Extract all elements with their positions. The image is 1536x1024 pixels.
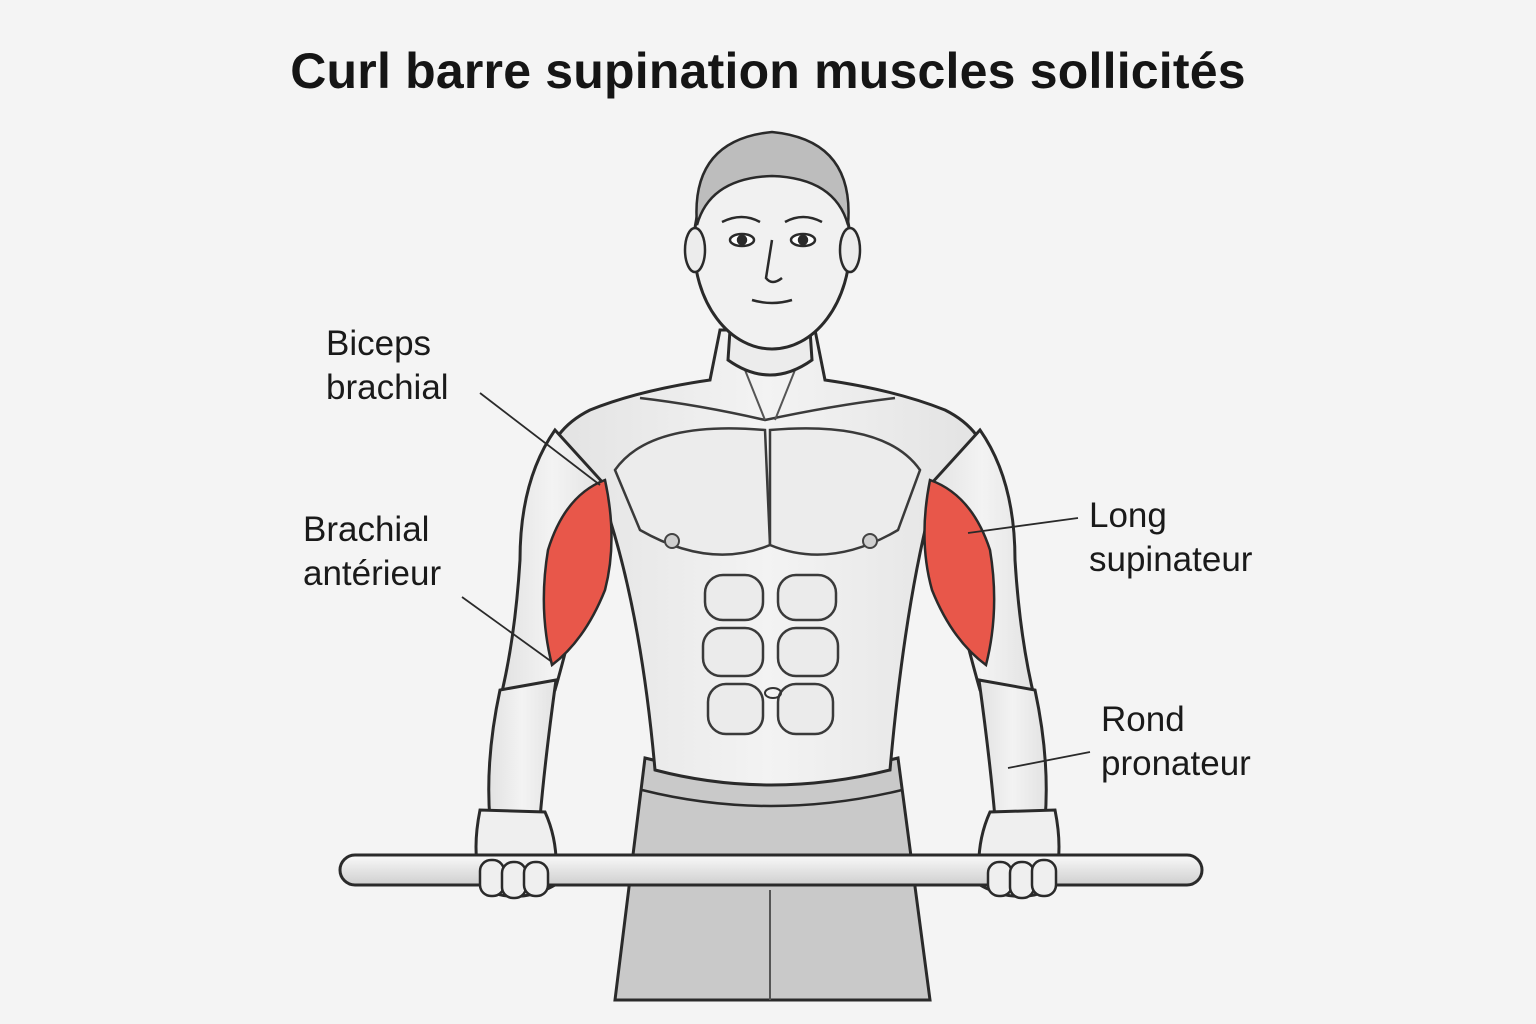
- label-biceps-line1: Biceps: [326, 324, 432, 363]
- right-biceps-highlight: [923, 478, 996, 668]
- page-title: Curl barre supination muscles sollicités: [290, 43, 1246, 99]
- brachial-leader: [461, 596, 553, 663]
- leader-lines: [461, 392, 1091, 769]
- label-long-supinateur: Long supinateur: [1089, 494, 1252, 582]
- abdominals: [701, 573, 840, 736]
- label-biceps-brachial: Biceps brachial: [326, 322, 449, 410]
- label-long-supinateur-line1: Long: [1089, 496, 1167, 535]
- right-fingers: [986, 858, 1058, 900]
- label-rond-pronateur-line1: Rond: [1101, 700, 1185, 739]
- label-rond-pronateur: Rond pronateur: [1101, 698, 1251, 786]
- rond-pronateur-leader: [1007, 751, 1091, 769]
- left-nipple: [664, 533, 680, 549]
- label-long-supinateur-line2: supinateur: [1089, 540, 1253, 579]
- long-supinateur-leader: [967, 517, 1079, 534]
- hair: [695, 130, 850, 226]
- label-rond-pronateur-line2: pronateur: [1101, 744, 1251, 783]
- right-pectoral: [768, 427, 922, 556]
- shorts-waistband: [641, 788, 903, 808]
- right-nipple: [862, 533, 878, 549]
- label-biceps-line2: brachial: [326, 368, 449, 407]
- left-ear: [683, 226, 707, 274]
- navel: [764, 687, 782, 699]
- label-brachial-line2: antérieur: [303, 554, 442, 593]
- left-fingers: [478, 858, 550, 900]
- biceps-leader: [479, 392, 601, 486]
- right-ear: [838, 226, 862, 274]
- left-pectoral: [613, 427, 772, 556]
- barbell: [338, 853, 1204, 887]
- label-brachial-line1: Brachial: [303, 510, 430, 549]
- label-brachial-anterieur: Brachial antérieur: [303, 508, 441, 596]
- face-features: [721, 215, 823, 305]
- right-forearm: [977, 678, 1048, 822]
- left-forearm: [487, 678, 558, 822]
- left-biceps-highlight: [542, 478, 613, 668]
